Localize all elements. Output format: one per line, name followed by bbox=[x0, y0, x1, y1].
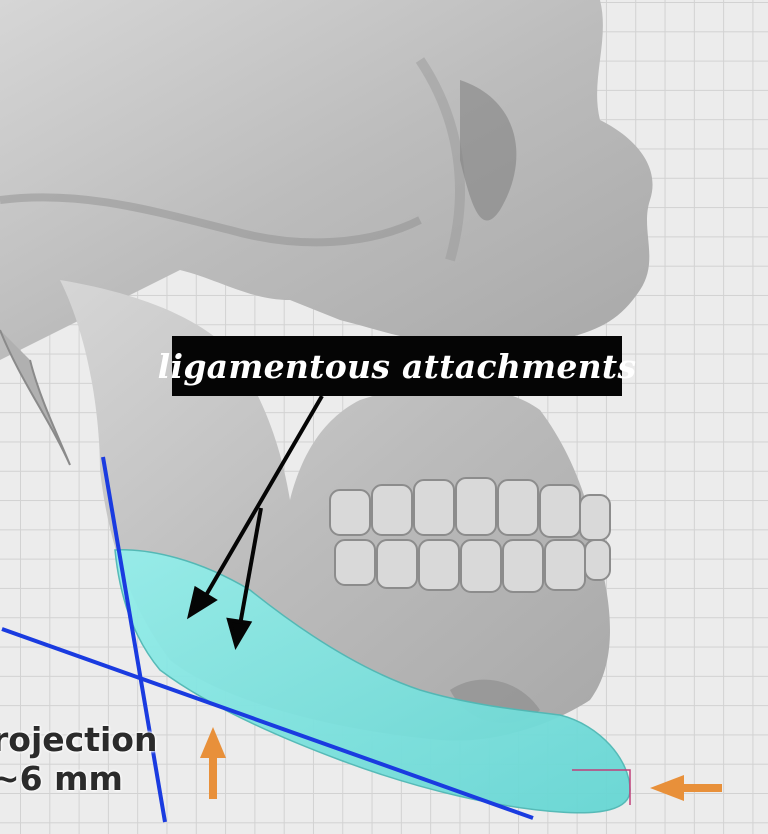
projection-label-line2: ~6 mm bbox=[0, 759, 123, 798]
orange-up-arrow-icon bbox=[200, 727, 226, 799]
skull-cranium bbox=[0, 0, 653, 466]
projection-label-line1: rojection bbox=[0, 720, 158, 759]
measure-marker bbox=[572, 769, 631, 805]
orange-left-arrow-icon bbox=[650, 775, 722, 801]
guide-lines bbox=[1, 456, 534, 823]
callout-label: ligamentous attachments bbox=[158, 336, 636, 396]
callout-label-text: ligamentous attachments bbox=[157, 346, 637, 386]
pointer-arrows bbox=[186, 394, 324, 651]
